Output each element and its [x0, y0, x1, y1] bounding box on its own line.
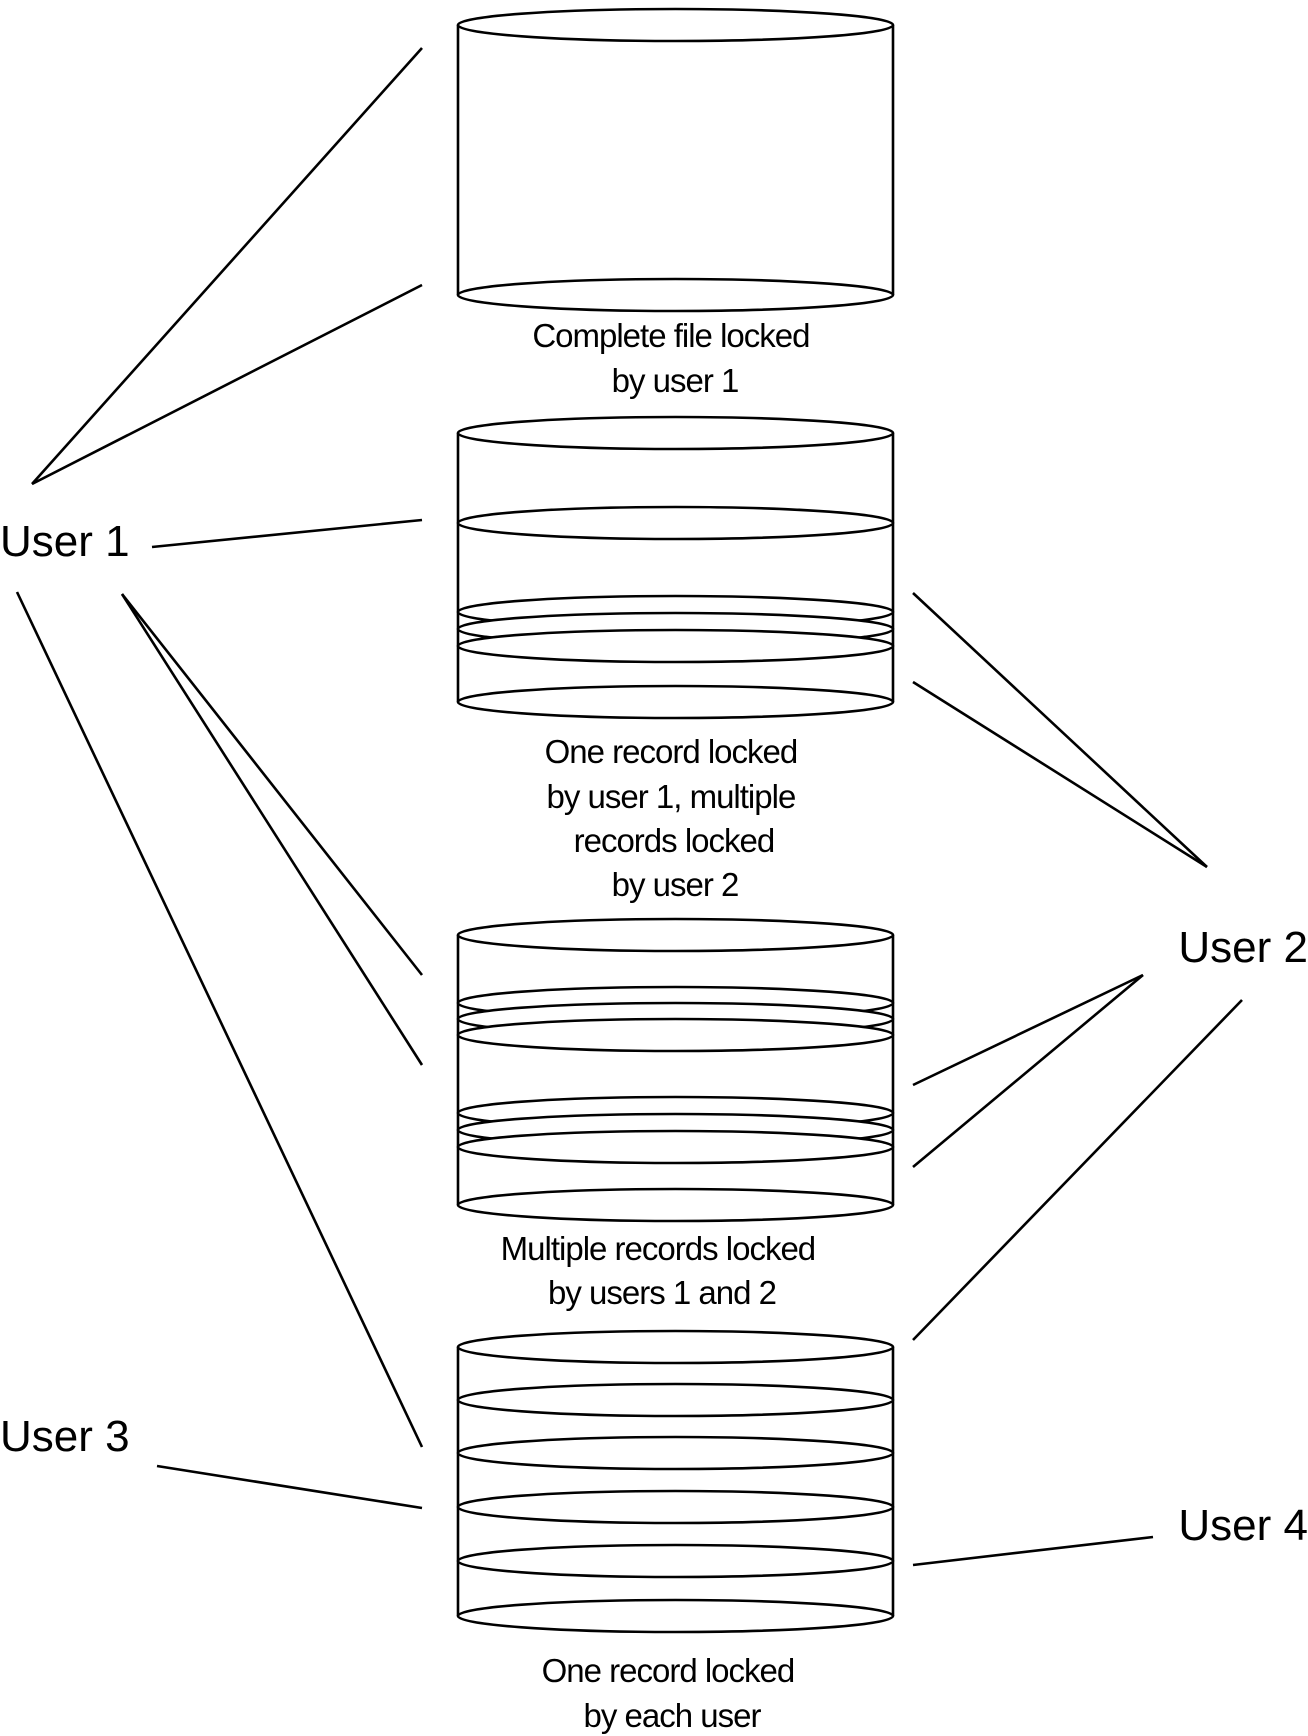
file-cylinder-2 — [456, 415, 895, 720]
caption-line: by users 1 and 2 — [548, 1274, 776, 1311]
user-1-label: User 1 — [0, 517, 130, 566]
cylinder-bottom — [456, 684, 895, 720]
cylinder-bottom — [456, 1598, 895, 1634]
caption-line: records locked — [574, 822, 775, 859]
caption-file-4: One record locked by each user — [542, 1652, 803, 1734]
caption-line: by each user — [584, 1697, 762, 1734]
line-user2-file2-top — [912, 592, 1208, 868]
record-divider — [456, 1382, 895, 1418]
cylinder-top — [456, 7, 895, 43]
line-user1-file1-bottom — [31, 283, 423, 486]
cylinder-top — [456, 917, 895, 953]
line-user1-file1-top — [31, 47, 423, 485]
line-user4-file4 — [912, 1535, 1154, 1567]
cylinder-bottom — [456, 1187, 895, 1223]
caption-line: Multiple records locked — [501, 1230, 815, 1267]
caption-file-1: Complete file locked by user 1 — [532, 317, 817, 399]
line-user3-file4 — [156, 1464, 423, 1510]
file-cylinder-4 — [456, 1329, 895, 1634]
record-divider — [456, 1435, 895, 1471]
cylinder-bottom — [456, 277, 895, 313]
user-labels: User 1 User 2 User 3 User 4 — [0, 517, 1308, 1550]
line-user2-file4 — [912, 999, 1243, 1341]
user-4-label: User 4 — [1178, 1501, 1308, 1550]
file-captions: Complete file locked by user 1 One recor… — [501, 317, 824, 1734]
line-user1-file2 — [151, 518, 423, 549]
cylinder-top — [456, 415, 895, 451]
record-divider — [456, 1017, 895, 1053]
record-divider — [456, 628, 895, 664]
record-divider — [456, 1489, 895, 1525]
line-user2-file3-bottom — [912, 974, 1144, 1168]
connection-lines — [15, 47, 1243, 1567]
caption-file-2: One record locked by user 1, multiple re… — [545, 733, 806, 903]
line-user2-file3-top — [912, 973, 1144, 1087]
caption-line: Complete file locked — [532, 317, 809, 354]
caption-line: One record locked — [542, 1652, 795, 1689]
line-user2-file2-bottom — [912, 680, 1208, 869]
caption-file-3: Multiple records locked by users 1 and 2 — [501, 1230, 824, 1311]
line-user1-file3-bottom — [120, 593, 424, 1066]
record-divider — [456, 1543, 895, 1579]
user-2-label: User 2 — [1178, 923, 1308, 972]
record-divider — [456, 1129, 895, 1165]
record-divider — [456, 505, 895, 541]
cylinder-top — [456, 1329, 895, 1365]
caption-line: by user 1, multiple — [547, 778, 796, 815]
file-cylinder-3 — [456, 917, 895, 1223]
file-cylinder-1 — [456, 7, 895, 313]
line-user1-file3-top — [120, 593, 424, 976]
caption-line: by user 2 — [612, 866, 739, 903]
user-3-label: User 3 — [0, 1412, 130, 1461]
caption-line: One record locked — [545, 733, 798, 770]
line-user1-file4 — [15, 591, 424, 1448]
caption-line: by user 1 — [612, 362, 739, 399]
